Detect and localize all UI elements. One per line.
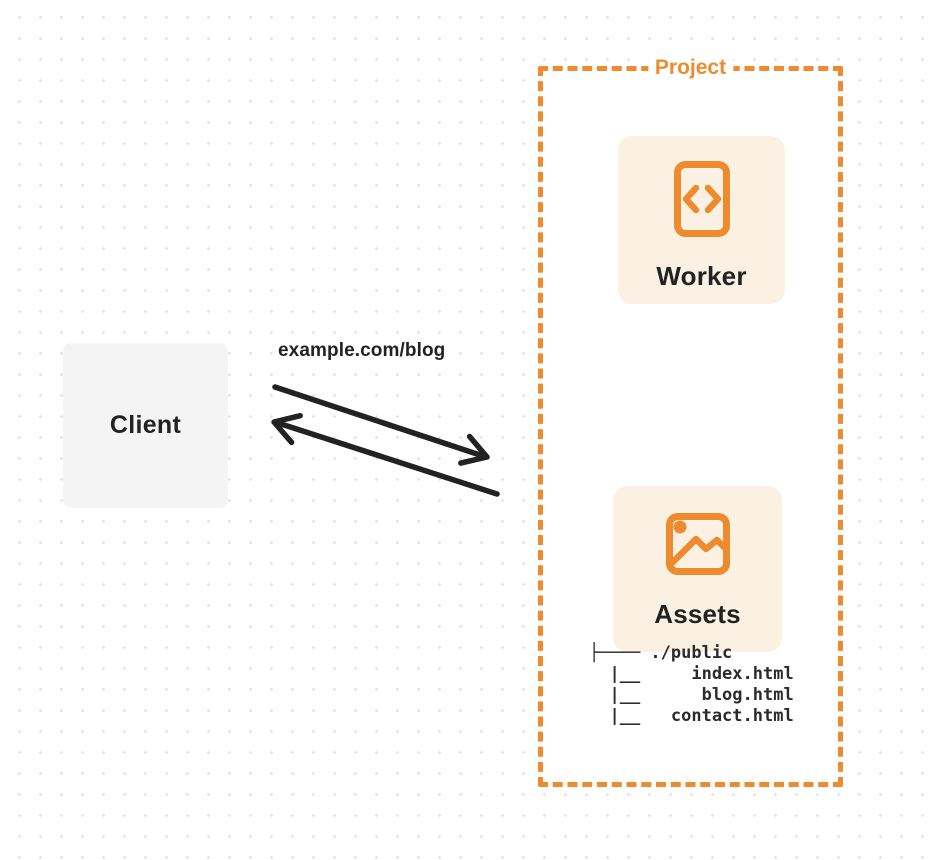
client-label: Client [109,411,182,439]
client-node: Client [63,343,228,508]
project-container: Project Worker Assets [538,55,843,787]
request-arrowhead-icon [458,433,490,466]
request-arrow-shaft [272,384,489,460]
worker-node: Worker [618,136,785,304]
request-url-label: example.com/blog [278,340,446,361]
assets-label: Assets [654,599,741,629]
code-file-icon [673,161,730,237]
assets-file-tree: ├──── ./public |__ index.html |__ blog.h… [589,643,794,726]
request-arrow [272,384,490,466]
assets-node: Assets [613,486,782,652]
project-title: Project [647,55,734,81]
image-icon [665,513,730,575]
response-arrow-shaft [272,419,500,497]
response-arrowhead-icon [271,412,303,446]
response-arrow [271,412,500,497]
worker-label: Worker [656,261,747,291]
